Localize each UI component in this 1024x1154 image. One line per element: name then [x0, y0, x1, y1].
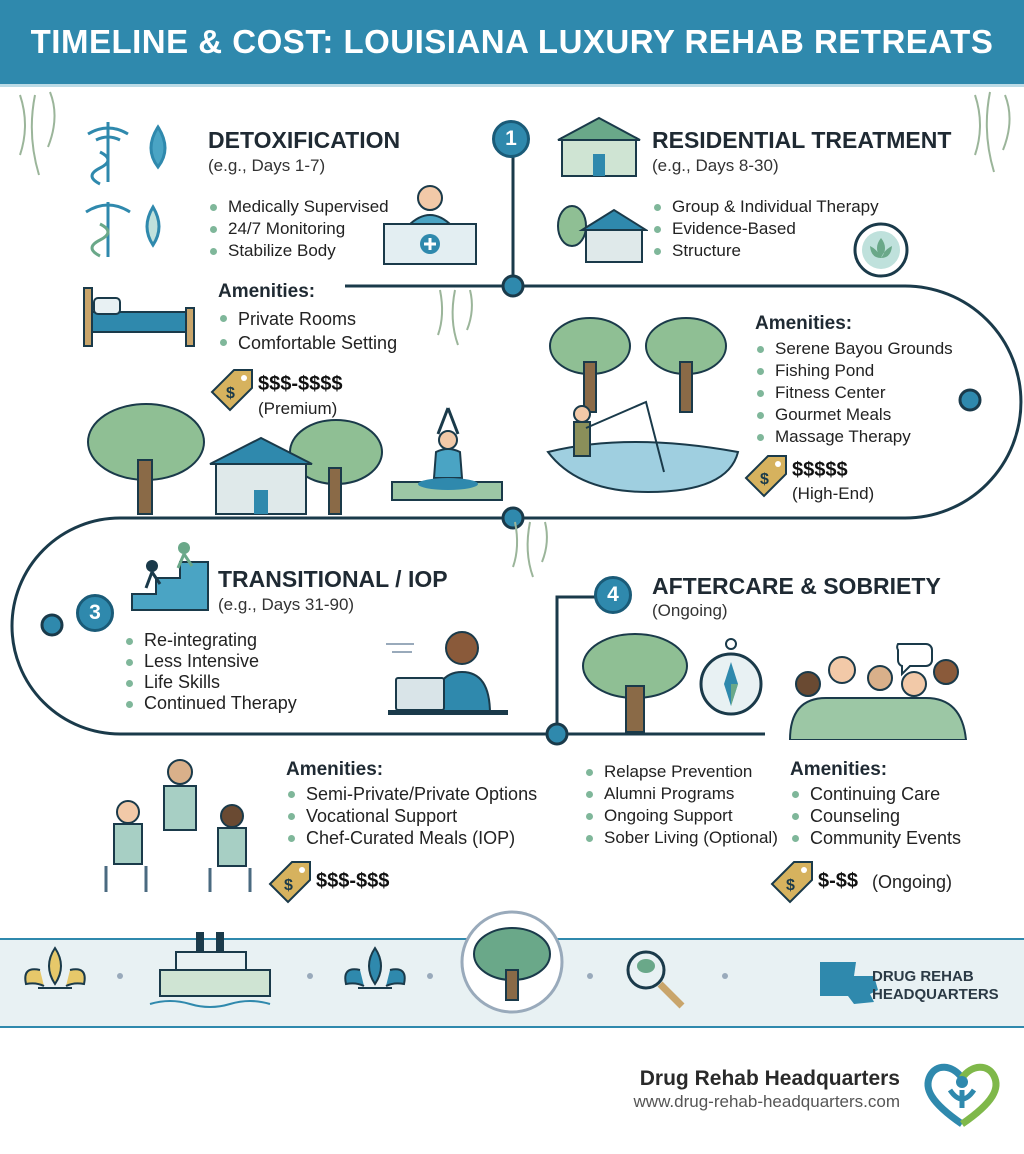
yoga-icon	[391, 407, 503, 501]
step-1-bullets: Medically Supervised 24/7 Monitoring Sta…	[208, 196, 389, 262]
step-2-price-note: (High-End)	[792, 484, 875, 503]
step-1-price: $$$-$$$$	[258, 373, 343, 395]
step-4-bullets: Relapse Prevention Alumni Programs Ongoi…	[584, 761, 778, 849]
price-tag-icon: $	[268, 861, 311, 904]
list-item: Group & Individual Therapy	[652, 196, 879, 218]
list-item: Ongoing Support	[584, 805, 778, 827]
band-brand: DRUG REHAB HEADQUARTERS	[872, 968, 999, 1003]
list-item: Continuing Care	[790, 783, 961, 805]
group-people-icon	[104, 759, 252, 892]
price-tag-icon: $	[770, 861, 813, 904]
footer-brand: Drug Rehab Headquarters	[639, 1067, 900, 1090]
oak-tree-icon	[87, 403, 383, 515]
list-item: Serene Bayou Grounds	[755, 338, 953, 360]
svg-text:$: $	[760, 471, 769, 488]
title-banner: TIMELINE & COST: LOUISIANA LUXURY REHAB …	[0, 0, 1024, 87]
svg-text:$: $	[786, 877, 795, 894]
heart-logo-icon	[924, 1063, 1000, 1127]
house-icon	[557, 116, 641, 177]
step-2-amenities: Serene Bayou Grounds Fishing Pond Fitnes…	[755, 338, 953, 448]
fleur-de-lis-icon	[344, 946, 406, 989]
list-item: Community Events	[790, 827, 961, 849]
list-item: Continued Therapy	[124, 693, 297, 714]
step-1-title: DETOXIFICATION	[208, 127, 401, 153]
step-1-amenities-label: Amenities:	[218, 281, 316, 302]
list-item: Relapse Prevention	[584, 761, 778, 783]
step-3-subtitle: (e.g., Days 31-90)	[218, 595, 355, 614]
list-item: Re-integrating	[124, 630, 297, 651]
list-item: Massage Therapy	[755, 426, 953, 448]
step-3-title: TRANSITIONAL / IOP	[218, 566, 448, 592]
compass-icon	[699, 638, 763, 716]
bed-icon	[83, 287, 195, 347]
step-4-price-note: (Ongoing)	[872, 872, 953, 892]
list-item: Fitness Center	[755, 382, 953, 404]
step-2-bullets: Group & Individual Therapy Evidence-Base…	[652, 196, 879, 262]
step-4-subtitle: (Ongoing)	[652, 601, 728, 620]
band-icons	[24, 910, 878, 1014]
laptop-person-icon	[386, 631, 508, 715]
step-1-amenities: Private Rooms Comfortable Setting	[218, 307, 397, 355]
step-4-title: AFTERCARE & SOBRIETY	[652, 573, 941, 599]
list-item: Sober Living (Optional)	[584, 827, 778, 849]
list-item: Medically Supervised	[208, 196, 389, 218]
step-1-badge: 1	[492, 120, 530, 158]
step-4-amenities: Continuing Care Counseling Community Eve…	[790, 783, 961, 849]
step-3-badge: 3	[76, 594, 114, 632]
list-item: Semi-Private/Private Options	[286, 783, 537, 805]
list-item: Alumni Programs	[584, 783, 778, 805]
fisherman-icon	[546, 317, 740, 494]
magnifier-icon	[626, 950, 685, 1009]
list-item: Gourmet Meals	[755, 404, 953, 426]
step-1-price-note: (Premium)	[258, 399, 338, 418]
step-2-amenities-label: Amenities:	[755, 313, 853, 334]
price-tag-icon: $	[744, 455, 787, 498]
list-item: Structure	[652, 240, 879, 262]
list-item: Vocational Support	[286, 805, 537, 827]
list-item: Chef-Curated Meals (IOP)	[286, 827, 537, 849]
list-item: Life Skills	[124, 672, 297, 693]
step-2-title: RESIDENTIAL TREATMENT	[652, 127, 952, 153]
step-4-price: $-$$	[818, 870, 859, 892]
list-item: Less Intensive	[124, 651, 297, 672]
step-3-amenities: Semi-Private/Private Options Vocational …	[286, 783, 537, 849]
oak-tree-icon	[460, 910, 564, 1014]
step-4-amenities-label: Amenities:	[790, 759, 888, 780]
page-title: TIMELINE & COST: LOUISIANA LUXURY REHAB …	[30, 23, 994, 60]
list-item: 24/7 Monitoring	[208, 218, 389, 240]
lotus-icon	[853, 222, 909, 278]
list-item: Fishing Pond	[755, 360, 953, 382]
step-4-badge: 4	[594, 576, 632, 614]
step-1-subtitle: (e.g., Days 1-7)	[208, 156, 326, 175]
list-item: Counseling	[790, 805, 961, 827]
caduceus-icon	[85, 122, 167, 258]
list-item: Comfortable Setting	[218, 331, 397, 355]
group-people-icon	[788, 643, 968, 740]
oak-tree-icon	[582, 633, 688, 733]
step-3-bullets: Re-integrating Less Intensive Life Skill…	[124, 630, 297, 714]
svg-text:$: $	[226, 385, 235, 402]
list-item: Evidence-Based	[652, 218, 879, 240]
step-2-subtitle: (e.g., Days 8-30)	[652, 156, 779, 175]
price-tag-icon: $	[210, 369, 253, 412]
step-3-price: $$$-$$$	[316, 870, 390, 892]
stairs-icon	[131, 542, 209, 611]
svg-text:$: $	[284, 877, 293, 894]
nurse-desk-icon	[383, 185, 477, 265]
list-item: Stabilize Body	[208, 240, 389, 262]
step-2-price: $$$$$	[792, 459, 848, 481]
step-3-amenities-label: Amenities:	[286, 759, 384, 780]
fleur-de-lis-icon	[24, 946, 86, 989]
riverboat-icon	[149, 932, 271, 1008]
footer-url[interactable]: www.drug-rehab-headquarters.com	[633, 1092, 900, 1111]
house-icon	[557, 205, 648, 263]
louisiana-map-icon	[820, 962, 878, 1004]
list-item: Private Rooms	[218, 307, 397, 331]
